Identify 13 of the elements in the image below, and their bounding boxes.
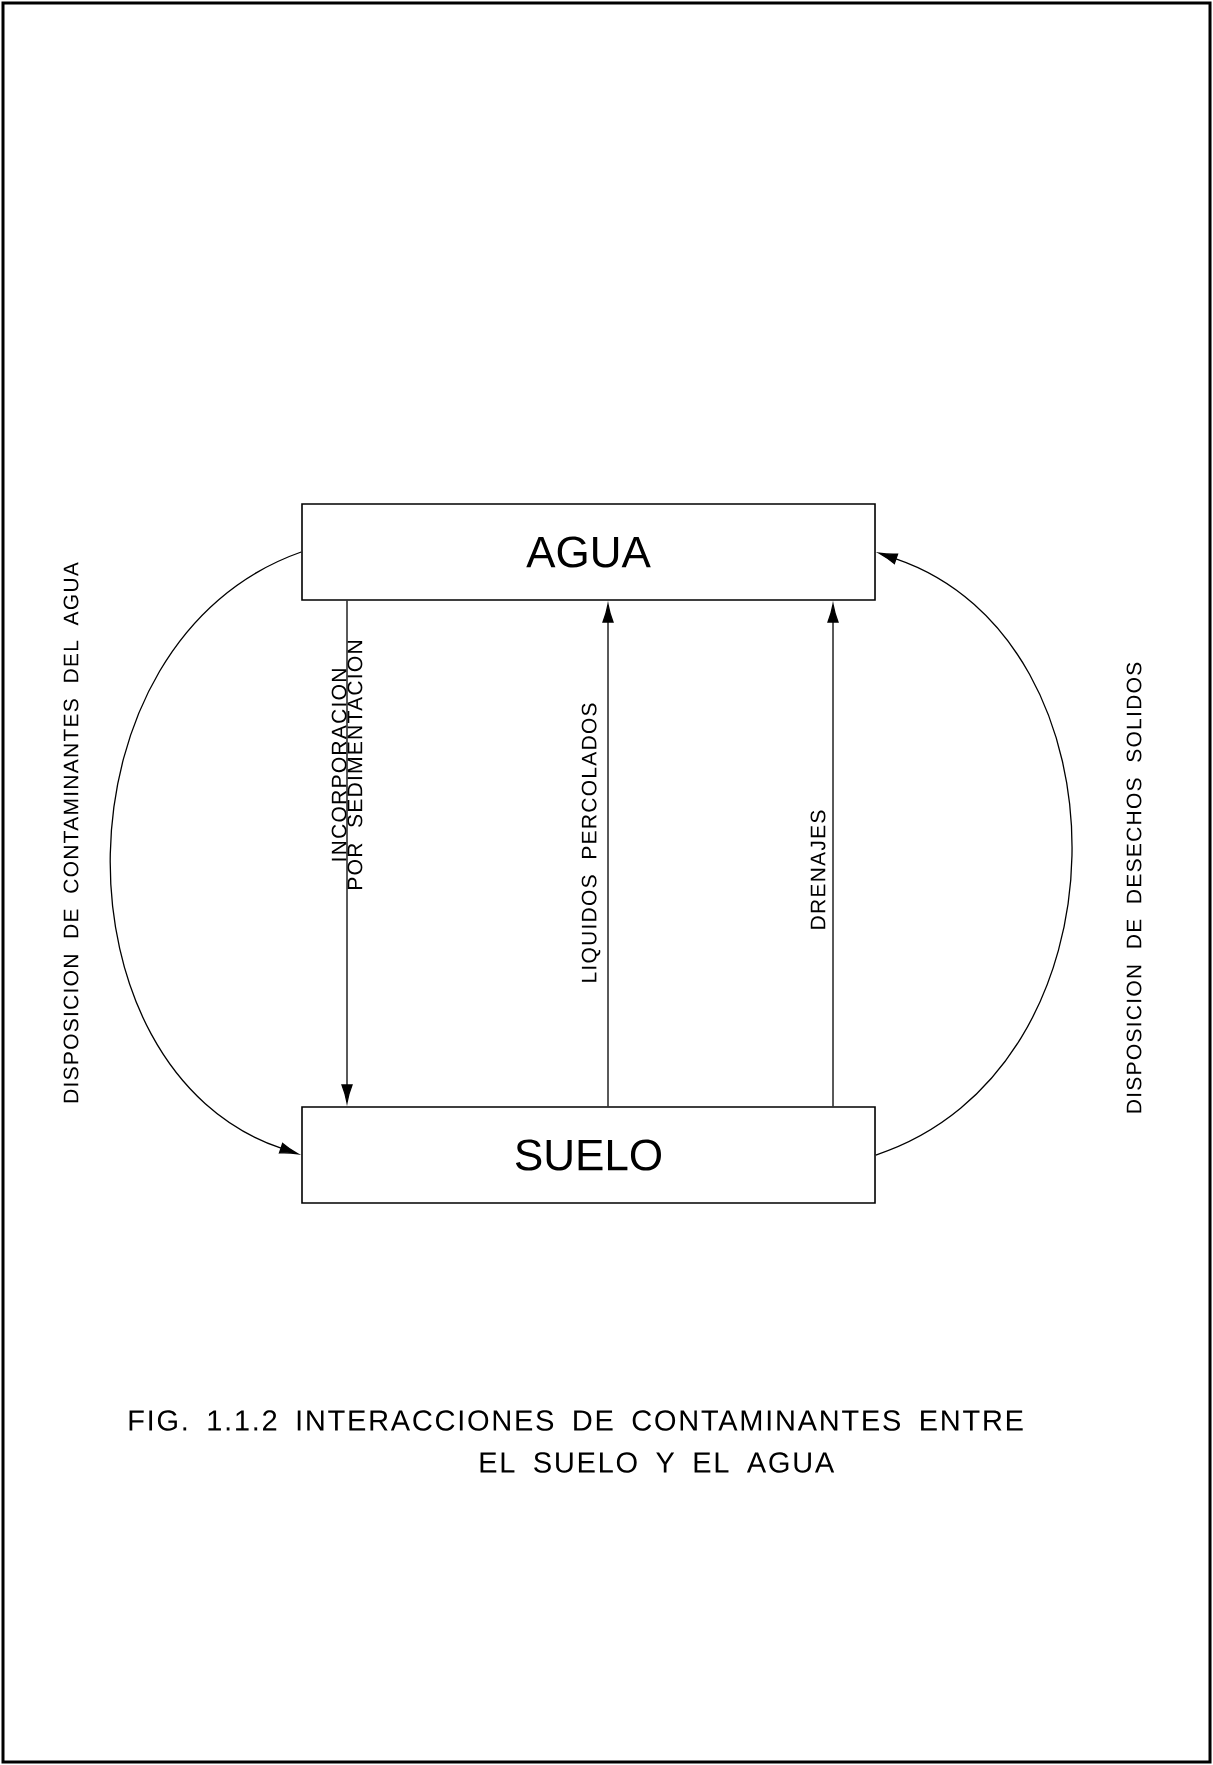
edge-label: INCORPORACION POR SEDIMENTACION (331, 641, 363, 889)
arrow (827, 603, 839, 1107)
caption: FIG. 1.1.2 INTERACCIONES DE CONTAMINANTES ENTRE EL SUELO Y EL AGUA (129, 1410, 1023, 1473)
edge-label: LIQUIDOS PERCOLADOS (581, 703, 601, 982)
arrow (341, 600, 353, 1104)
edge-label: DISPOSICION DE CONTAMINANTES DEL AGUA (63, 562, 79, 1103)
arrow (109, 551, 302, 1155)
edge-label: DISPOSICION DE DESECHOS SOLIDOS (1126, 662, 1142, 1113)
arrow (602, 603, 614, 1107)
process-box: AGUA (301, 503, 876, 601)
edge-label: DRENAJES (810, 810, 826, 929)
arrow (875, 552, 1073, 1156)
process-box: SUELO (301, 1106, 876, 1204)
